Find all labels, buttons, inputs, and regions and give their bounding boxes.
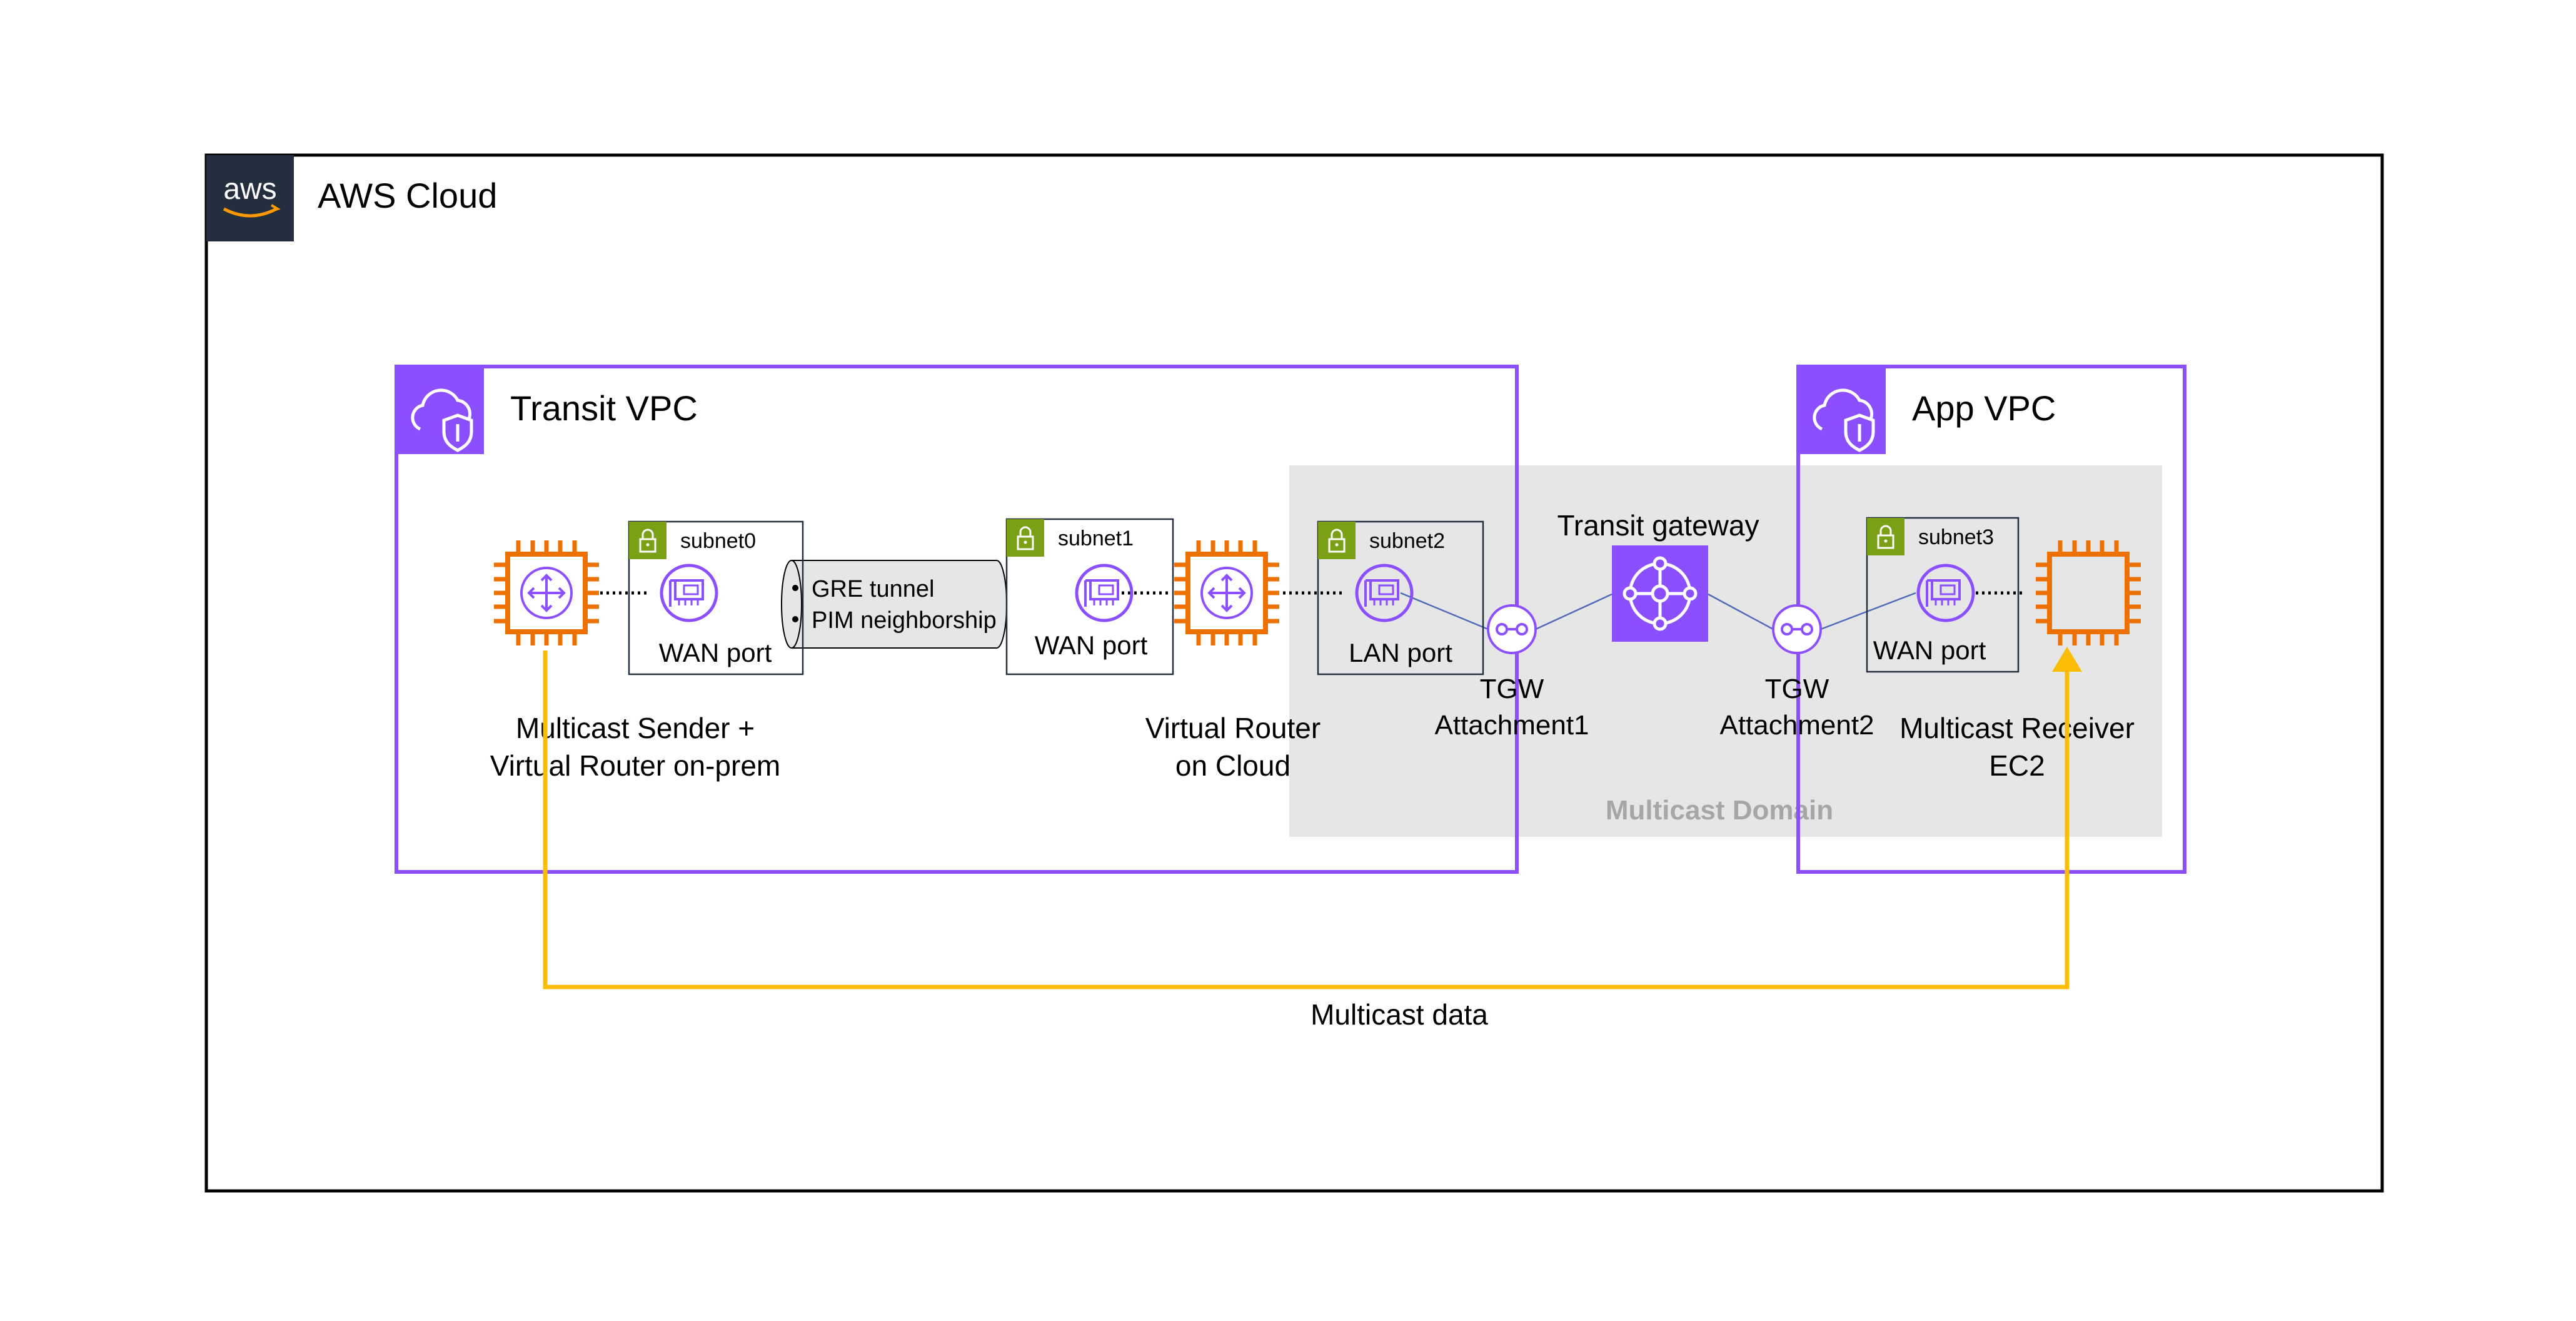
subnet1-port-label: WAN port <box>1035 630 1148 660</box>
subnet0-name: subnet0 <box>680 529 756 553</box>
aws-cloud-title: AWS Cloud <box>318 176 497 215</box>
tunnel-end <box>781 560 802 649</box>
multicast-domain-label: Multicast Domain <box>1606 795 1833 826</box>
subnet0-box: subnet0 WAN port <box>628 520 804 676</box>
subnet2-box: subnet2 LAN port <box>1317 520 1484 676</box>
aws-cloud-group: aws AWS Cloud <box>204 153 2384 1193</box>
gre-tunnel: GRE tunnel PIM neighborship <box>781 560 1007 649</box>
subnet2-port-label: LAN port <box>1349 638 1452 667</box>
aws-logo-text: aws <box>223 173 276 206</box>
lan-port-to-attachment1-link <box>1400 592 1489 630</box>
subnet-lock-icon <box>1005 518 1045 558</box>
tgw-to-attachment2-link <box>1708 593 1774 630</box>
network-interface-icon <box>662 565 717 620</box>
cloud-router-node: Virtual Router on Cloud <box>1145 540 1321 782</box>
router-icon <box>1200 567 1253 619</box>
cloud-router-label-line2: on Cloud <box>1175 749 1291 782</box>
tgw-attachment2-node: TGW Attachment2 <box>1719 604 1874 741</box>
subnet1-name: subnet1 <box>1058 527 1134 550</box>
subnet3-name: subnet3 <box>1918 525 1994 549</box>
sender-label-line2: Virtual Router on-prem <box>490 749 780 782</box>
transit-gateway-label: Transit gateway <box>1557 509 1759 542</box>
attachment1-label-line2: Attachment1 <box>1434 710 1589 741</box>
transit-vpc-title: Transit VPC <box>510 388 698 428</box>
multicast-receiver-node: Multicast Receiver EC2 <box>1899 540 2141 782</box>
tgw-attachment-icon <box>1772 604 1822 654</box>
transit-gateway-icon <box>1612 545 1708 642</box>
subnet1-box: subnet1 WAN port <box>1005 518 1174 676</box>
flow-line <box>543 650 2070 989</box>
tgw-attachment1-node: TGW Attachment1 <box>1434 604 1589 741</box>
subnet-lock-icon <box>1317 520 1357 560</box>
multicast-domain-group: Multicast Domain <box>1289 465 2162 837</box>
tunnel-body <box>792 560 1007 649</box>
aws-cloud-border <box>204 153 2384 1193</box>
router-icon <box>520 567 573 619</box>
multicast-domain-area <box>1289 465 2162 837</box>
sender-label-line1: Multicast Sender + <box>516 712 755 744</box>
tunnel-label-gre: GRE tunnel <box>812 576 934 602</box>
attachment1-to-tgw-link <box>1535 593 1613 630</box>
subnet2-name: subnet2 <box>1369 529 1445 553</box>
vpc-cloud-shield-icon <box>396 367 484 454</box>
transit-gateway-node: Transit gateway <box>1557 509 1759 642</box>
tgw-links <box>1400 592 1916 630</box>
flow-arrowhead <box>2052 647 2082 672</box>
aws-logo-icon: aws <box>206 155 294 241</box>
subnet3-box: subnet3 WAN port <box>1866 517 2020 673</box>
tunnel-label-pim: PIM neighborship <box>812 607 997 634</box>
flow-label: Multicast data <box>1311 998 1488 1031</box>
attachment2-label-line2: Attachment2 <box>1719 710 1874 741</box>
attachment2-to-wan-port-link <box>1820 592 1916 630</box>
multicast-data-flow: Multicast data <box>543 647 2082 1031</box>
subnet-lock-icon <box>1866 517 1906 557</box>
cloud-router-label-line1: Virtual Router <box>1145 712 1321 744</box>
vpc-cloud-shield-icon <box>1798 367 1886 454</box>
tgw-attachment-icon <box>1487 604 1537 654</box>
subnet3-port-label: WAN port <box>1873 635 1986 665</box>
app-vpc-title: App VPC <box>1912 388 2056 428</box>
receiver-label-line1: Multicast Receiver <box>1899 712 2135 744</box>
attachment2-label-line1: TGW <box>1765 674 1829 704</box>
receiver-label-line2: EC2 <box>1989 749 2045 782</box>
subnet0-port-label: WAN port <box>659 638 772 667</box>
subnet-lock-icon <box>628 520 668 560</box>
multicast-sender-node: Multicast Sender + Virtual Router on-pre… <box>490 540 780 782</box>
attachment1-label-line1: TGW <box>1480 674 1544 704</box>
